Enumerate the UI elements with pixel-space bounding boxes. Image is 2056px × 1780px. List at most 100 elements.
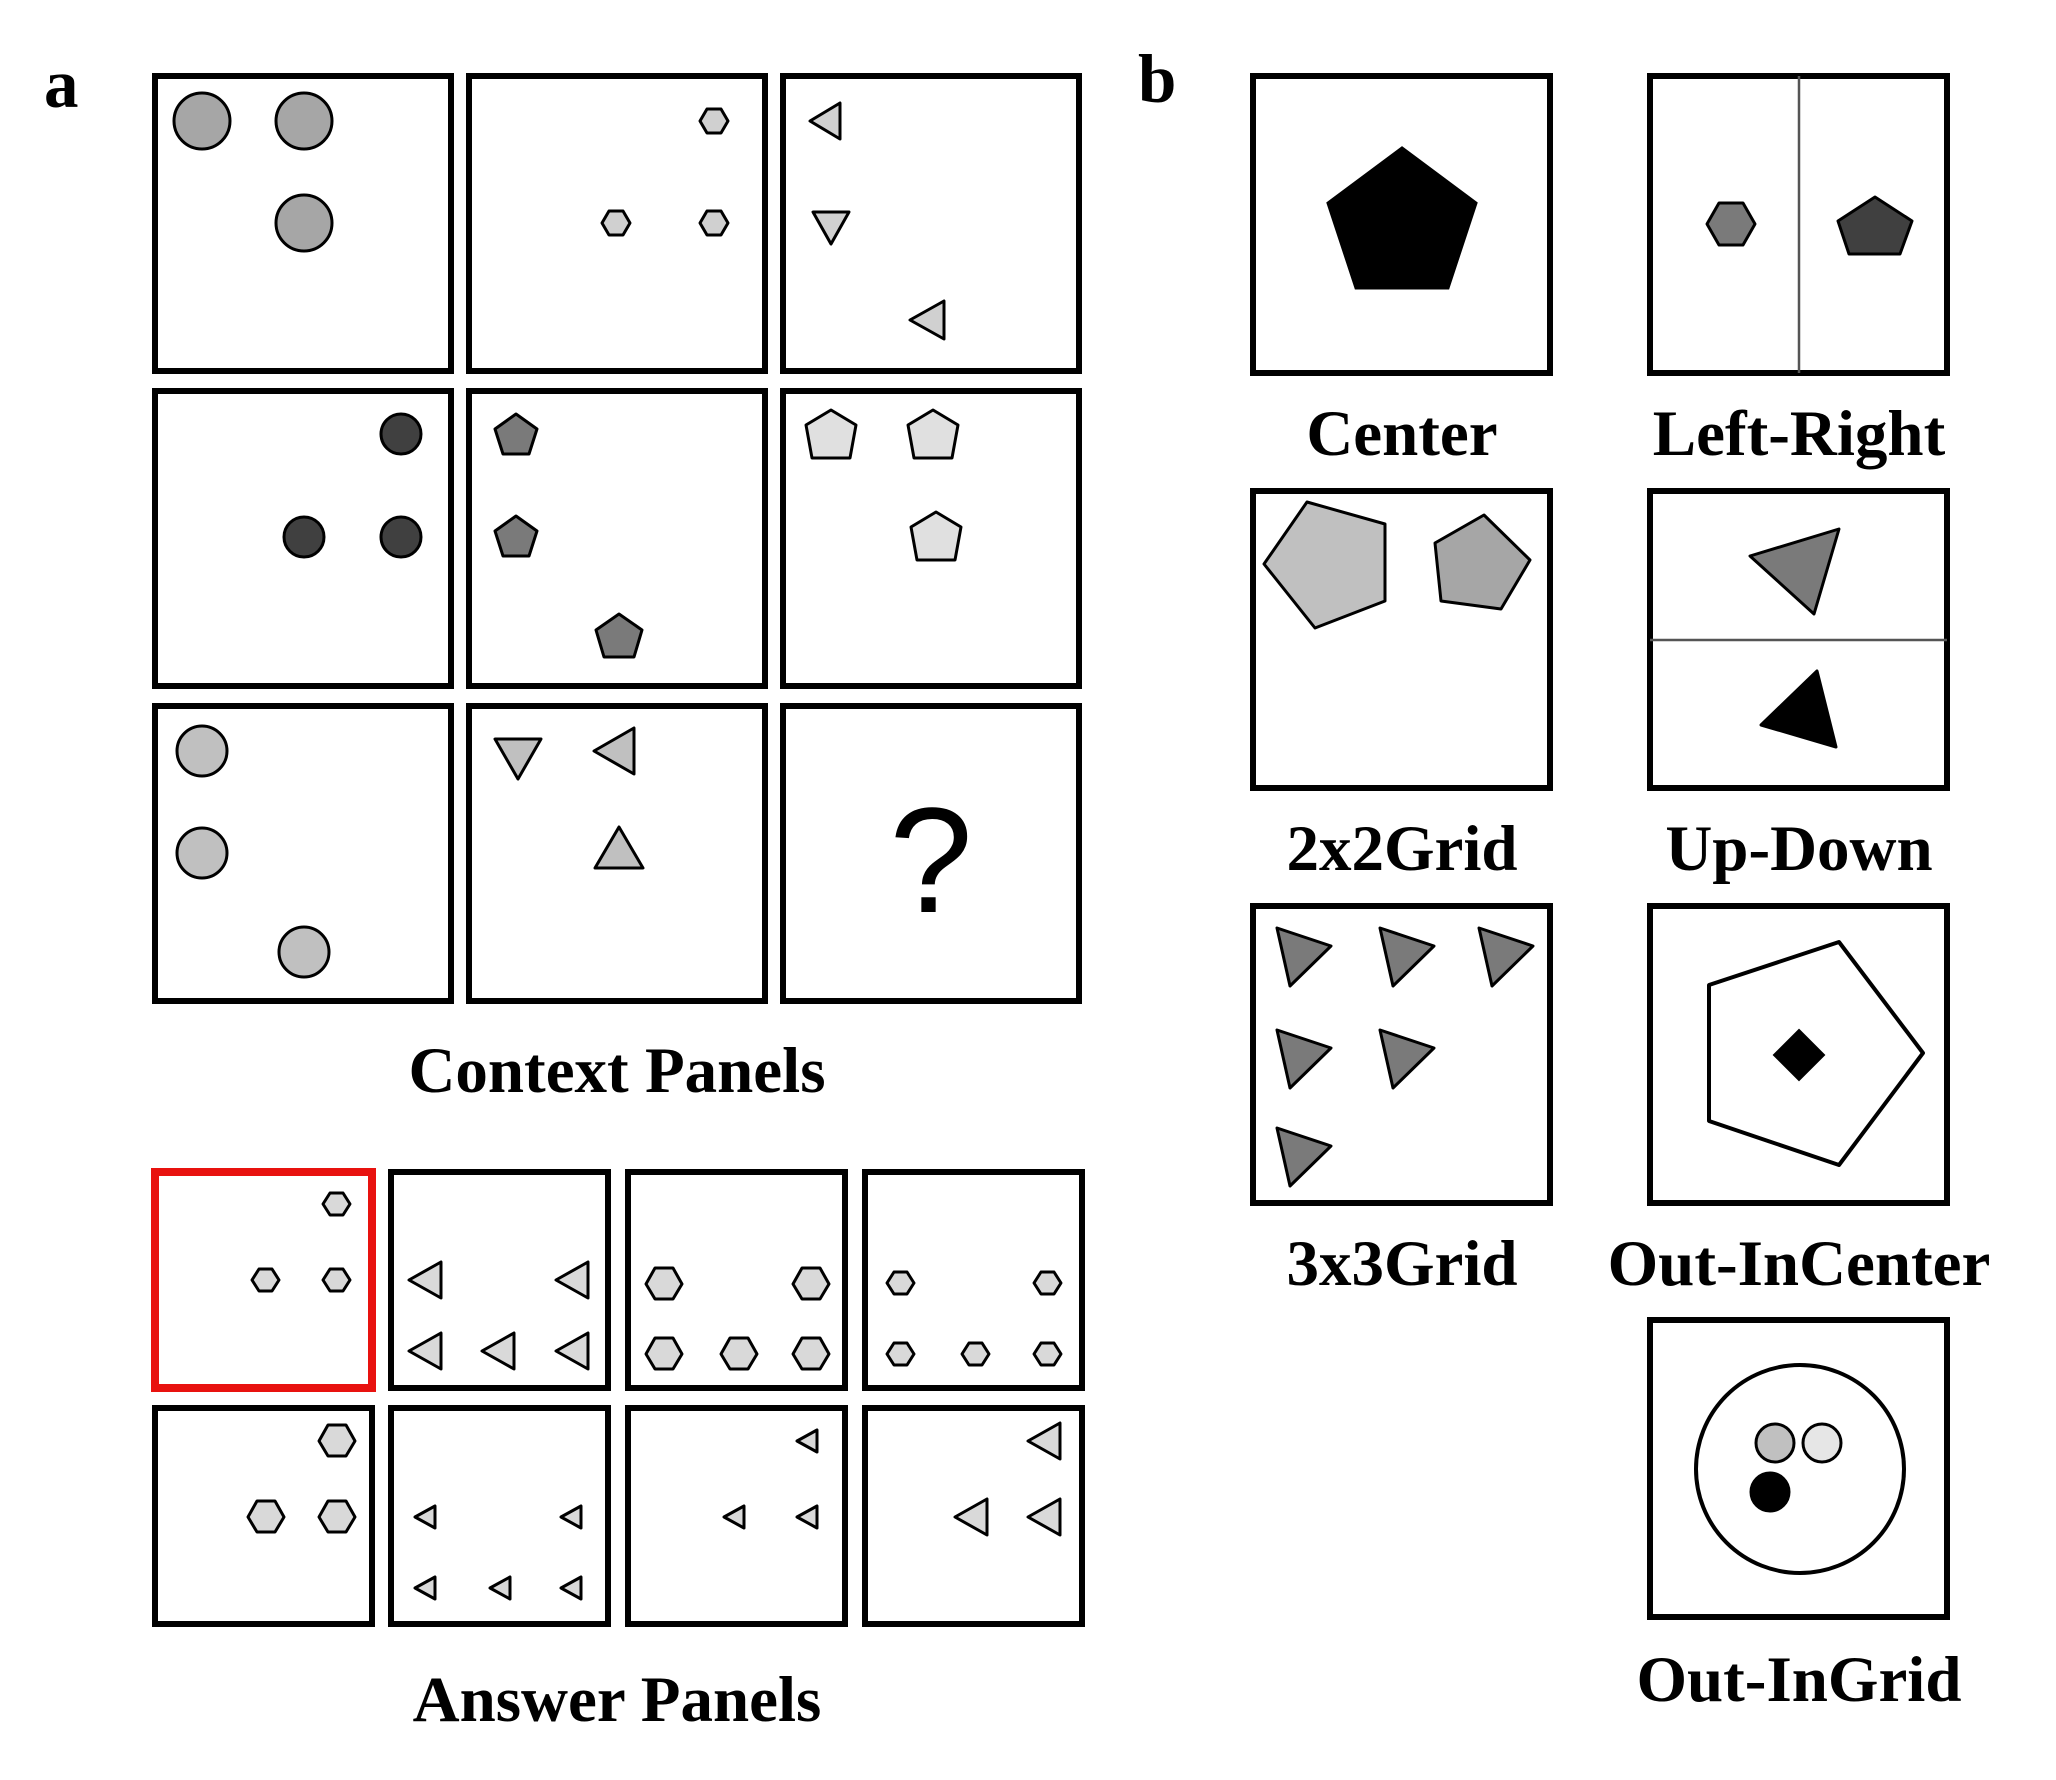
context-panel-3 <box>780 73 1082 374</box>
answer-grid <box>151 1168 1085 1627</box>
triangle-shape <box>953 1497 989 1537</box>
hexagon-shape <box>698 209 730 237</box>
triangle-shape <box>413 1575 437 1601</box>
triangle-shape <box>554 1260 590 1300</box>
pentagon-outline <box>1707 940 1925 1167</box>
circle-shape <box>172 91 232 151</box>
pentagon-shape <box>909 510 963 562</box>
circle-shape <box>274 91 334 151</box>
triangle-shape <box>1748 527 1841 616</box>
hexagon-shape <box>960 1341 991 1367</box>
context-panel-2 <box>466 73 768 374</box>
triangle-shape <box>1026 1421 1062 1461</box>
circle-shape <box>379 412 423 456</box>
circle-shape <box>175 724 229 778</box>
triangle-shape <box>1275 1126 1333 1188</box>
config-label: Out-InCenter <box>1608 1228 1991 1300</box>
config-label: Left-Right <box>1653 398 1946 470</box>
config-left-right <box>1647 73 1950 376</box>
context-grid: ? <box>152 73 1082 1004</box>
answer-panel-2[interactable] <box>388 1169 611 1391</box>
context-panel-5 <box>466 388 768 689</box>
hexagon-shape <box>321 1267 352 1293</box>
config-out-in-grid <box>1647 1317 1950 1620</box>
hexagon-shape <box>250 1267 281 1293</box>
panel-a-label: a <box>44 46 79 122</box>
question-mark: ? <box>889 776 972 944</box>
hexagon-shape <box>1705 201 1757 247</box>
circle-outline <box>1694 1363 1906 1575</box>
triangle-shape <box>1026 1497 1062 1537</box>
panel-b-label: b <box>1138 41 1176 117</box>
hexagon-shape <box>321 1191 352 1217</box>
circle-shape <box>282 515 326 559</box>
triangle-shape <box>559 1575 583 1601</box>
triangle-shape <box>488 1575 512 1601</box>
circle-shape <box>379 515 423 559</box>
triangle-shape <box>593 825 645 870</box>
diamond-shape <box>1772 1028 1826 1082</box>
answer-panel-7[interactable] <box>625 1405 848 1627</box>
pentagon-shape <box>493 514 539 558</box>
hexagon-shape <box>791 1266 831 1301</box>
hexagon-shape <box>698 107 730 135</box>
triangle-shape <box>554 1331 590 1371</box>
config-center <box>1250 73 1553 376</box>
triangle-shape <box>1275 1028 1333 1090</box>
triangle-shape <box>592 726 636 776</box>
hexagon-shape <box>885 1270 916 1296</box>
triangle-shape <box>1378 926 1436 988</box>
triangle-shape <box>480 1331 516 1371</box>
triangle-shape <box>413 1504 437 1530</box>
pentagon-shape <box>1326 146 1478 290</box>
configurations: Center Left-Right 2x2Grid Up-Down <box>1250 73 1991 1716</box>
triangle-shape <box>722 1504 746 1530</box>
answer-panel-6[interactable] <box>388 1405 611 1627</box>
triangle-shape <box>811 210 851 246</box>
hexagon-shape <box>719 1336 759 1371</box>
pentagon-shape <box>804 408 858 460</box>
triangle-shape <box>1378 1028 1436 1090</box>
pentagon-shape <box>1262 500 1387 630</box>
triangle-shape <box>407 1260 443 1300</box>
circle-shape <box>1754 1422 1796 1464</box>
answer-panel-3[interactable] <box>625 1169 848 1391</box>
pentagon-shape <box>1836 195 1914 256</box>
hexagon-shape <box>885 1341 916 1367</box>
hexagon-shape <box>791 1336 831 1371</box>
config-label: Out-InGrid <box>1636 1644 1961 1716</box>
answer-panel-8[interactable] <box>862 1405 1085 1627</box>
context-panel-8 <box>466 703 768 1004</box>
config-3x3grid <box>1250 903 1553 1206</box>
circle-shape <box>277 925 331 979</box>
config-up-down <box>1647 488 1950 791</box>
hexagon-shape <box>246 1499 286 1534</box>
pentagon-shape <box>493 412 539 456</box>
context-panel-9-missing: ? <box>780 703 1082 1004</box>
pentagon-shape <box>1433 513 1532 611</box>
triangle-shape <box>1275 926 1333 988</box>
context-panel-6 <box>780 388 1082 689</box>
triangle-shape <box>493 737 543 781</box>
config-out-in-center <box>1647 903 1950 1206</box>
pentagon-shape <box>594 612 644 659</box>
answer-panel-4[interactable] <box>862 1169 1085 1391</box>
context-caption: Context Panels <box>408 1035 825 1107</box>
config-label: 3x3Grid <box>1286 1228 1517 1300</box>
config-label: Center <box>1306 398 1497 470</box>
context-panel-7 <box>152 703 454 1004</box>
circle-shape <box>175 826 229 880</box>
answer-panel-1[interactable] <box>151 1168 376 1392</box>
triangle-shape <box>559 1504 583 1530</box>
triangle-shape <box>1759 669 1838 749</box>
hexagon-shape <box>600 209 632 237</box>
pentagon-shape <box>906 408 960 460</box>
triangle-shape <box>407 1331 443 1371</box>
config-2x2grid <box>1250 488 1553 791</box>
context-panel-4 <box>152 388 454 689</box>
circle-shape <box>274 193 334 253</box>
circle-shape <box>1749 1471 1791 1513</box>
answer-panel-5[interactable] <box>152 1405 375 1627</box>
config-label: 2x2Grid <box>1286 813 1517 885</box>
hexagon-shape <box>317 1499 357 1534</box>
